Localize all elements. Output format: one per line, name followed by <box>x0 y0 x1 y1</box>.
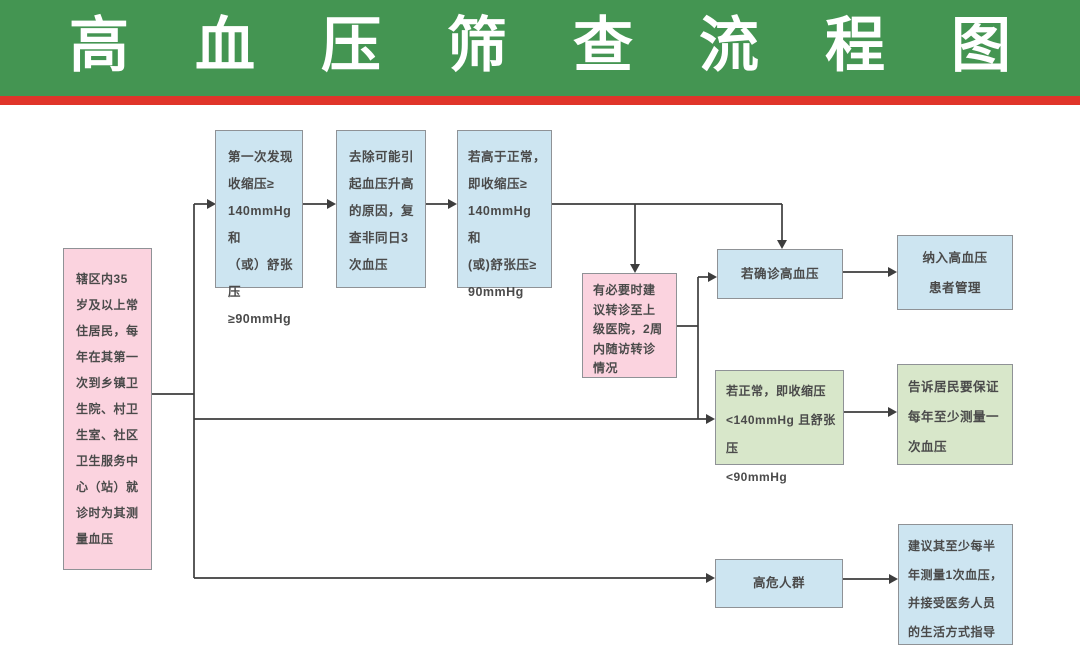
arrowhead-remove-above <box>448 199 457 209</box>
arrowhead-into-confirmed-top <box>777 240 787 249</box>
red-stripe <box>0 96 1080 105</box>
arrowhead-into-first <box>207 199 216 209</box>
box-residents: 辖区内35 岁及以上常 住居民，每 年在其第一 次到乡镇卫 生院、村卫 生室、社… <box>63 248 152 570</box>
box-remove-causes: 去除可能引 起血压升高 的原因，复 查非同日3 次血压 <box>336 130 426 288</box>
arrowhead-into-confirmed-left <box>708 272 717 282</box>
arrowhead-into-remind <box>888 407 897 417</box>
arrowhead-into-highrisk <box>706 573 715 583</box>
poster-title: 高血压筛查流程图 <box>69 12 1077 79</box>
box-first-found: 第一次发现 收缩压≥ 140mmHg 和 （或）舒张 压≥90mmHg <box>215 130 303 326</box>
box-normal-bp: 若正常，即收缩压 <140mmHg 且舒张压 <90mmHg <box>715 370 844 484</box>
box-confirmed-hypertension: 若确诊高血压 <box>717 249 843 299</box>
box-patient-management: 纳入高血压 患者管理 <box>897 235 1013 310</box>
arrowhead-into-referral <box>630 264 640 273</box>
box-referral: 有必要时建 议转诊至上 级医院，2周 内随访转诊 情况 <box>582 273 677 378</box>
box-above-normal: 若高于正常， 即收缩压≥ 140mmHg 和 (或)舒张压≥ 90mmHg <box>457 130 552 299</box>
arrowhead-into-management <box>888 267 897 277</box>
arrowhead-first-remove <box>327 199 336 209</box>
title-bar: 高血压筛查流程图 <box>0 0 1080 96</box>
arrowhead-into-advice <box>889 574 898 584</box>
box-high-risk-group: 高危人群 <box>715 559 843 608</box>
box-lifestyle-advice: 建议其至少每半 年测量1次血压， 并接受医务人员 的生活方式指导 <box>898 524 1013 645</box>
arrowhead-into-normal <box>706 414 715 424</box>
box-annual-reminder: 告诉居民要保证 每年至少测量一 次血压 <box>897 364 1013 465</box>
